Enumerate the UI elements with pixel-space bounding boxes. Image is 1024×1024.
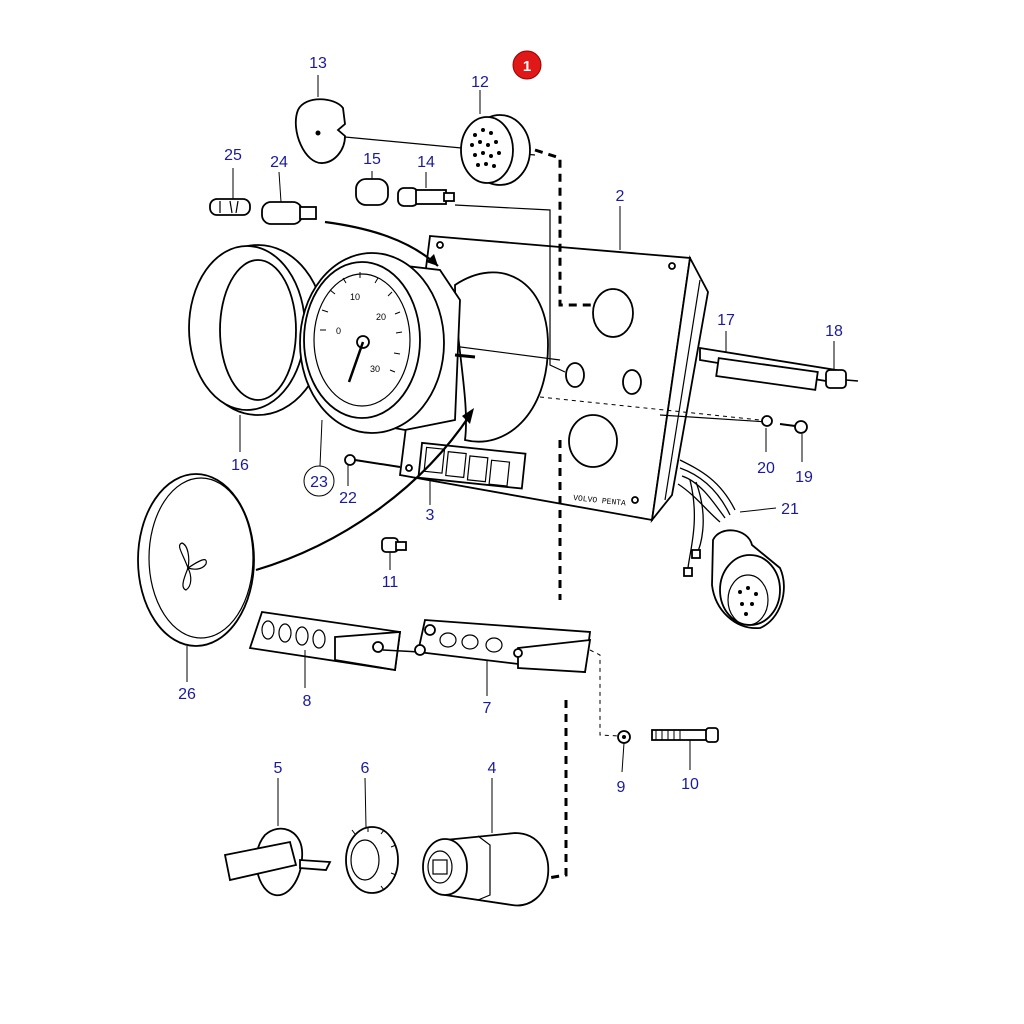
lamp-holder-24 — [261, 201, 317, 225]
label-14: 14 — [417, 154, 435, 171]
badge-number: 1 — [523, 58, 531, 75]
bezel-ring-16 — [188, 244, 326, 416]
label-26: 26 — [178, 686, 196, 703]
gauge-tick-20: 20 — [376, 312, 386, 322]
label-9: 9 — [617, 779, 626, 796]
connector-plug-12 — [460, 114, 531, 186]
bulb-25 — [209, 198, 251, 216]
label-17: 17 — [717, 312, 735, 329]
cover-disc-26 — [137, 473, 255, 647]
key-cover-5 — [223, 827, 332, 896]
harness-21 — [677, 459, 785, 629]
nut-18 — [825, 369, 859, 389]
gauge-tick-10: 10 — [350, 292, 360, 302]
switch-panel-7 — [414, 619, 592, 674]
label-6: 6 — [361, 760, 370, 777]
leader-lines — [186, 75, 835, 833]
gauge-tick-0: 0 — [336, 326, 341, 336]
label-12: 12 — [471, 74, 489, 91]
label-16: 16 — [231, 457, 249, 474]
nut-6 — [345, 826, 399, 894]
screw-22 — [344, 454, 401, 468]
screw-19 — [779, 420, 808, 434]
label-22: 22 — [339, 490, 357, 507]
label-7: 7 — [483, 700, 492, 717]
washer-20 — [761, 415, 773, 427]
label-21: 21 — [781, 501, 799, 518]
label-15: 15 — [363, 151, 381, 168]
label-24: 24 — [270, 154, 288, 171]
label-20: 20 — [757, 460, 775, 477]
label-5: 5 — [274, 760, 283, 777]
instrument-panel: VOLVO PENTA — [399, 235, 709, 524]
label-11: 11 — [382, 574, 399, 591]
label-18: 18 — [825, 323, 843, 340]
label-10: 10 — [681, 776, 699, 793]
cable-17 — [699, 346, 838, 391]
position-badge: 1 — [512, 50, 542, 80]
label-8: 8 — [303, 693, 312, 710]
label-19: 19 — [795, 469, 813, 486]
label-13: 13 — [309, 55, 327, 72]
lamp-cap-15 — [355, 178, 389, 206]
ignition-switch-4 — [422, 832, 550, 907]
bolt-10 — [651, 727, 719, 743]
clip-11 — [381, 537, 407, 553]
label-4: 4 — [488, 760, 497, 777]
switch-14 — [397, 187, 455, 207]
label-23-circle — [303, 465, 335, 497]
gauge-tick-30: 30 — [370, 364, 380, 374]
label-3: 3 — [426, 507, 435, 524]
cover-13 — [294, 98, 346, 164]
part-labels: 13 12 25 24 15 14 2 17 18 20 19 21 16 23… — [178, 55, 843, 796]
washer-9 — [617, 730, 631, 744]
tachometer-23: 0 10 20 30 — [299, 252, 476, 434]
label-25: 25 — [224, 147, 242, 164]
label-23: 23 — [310, 474, 328, 491]
label-2: 2 — [616, 188, 625, 205]
warning-lamp-window — [417, 441, 527, 490]
bracket-8 — [248, 611, 421, 672]
